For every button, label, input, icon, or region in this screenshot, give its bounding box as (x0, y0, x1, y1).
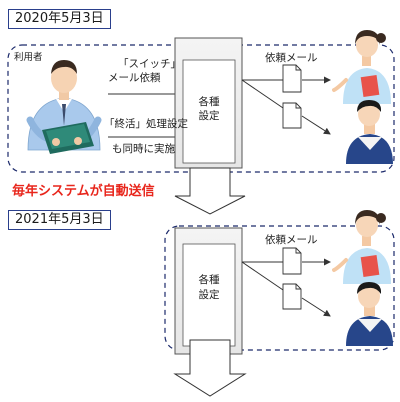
settings-server-2020 (174, 37, 243, 169)
mail-flow-2021 (241, 247, 331, 317)
settings-server-2021 (174, 227, 243, 355)
shukatsu-line1: 「終活」処理設定 (104, 118, 188, 130)
settings-label-2020-line1: 各種 (198, 96, 220, 108)
dashed-container-2021 (164, 225, 395, 351)
date-label-2021: 2021年5月3日 (8, 210, 111, 230)
switch-request-line2: メール依頼 (108, 72, 161, 84)
switch-request-line1: 「スイッチ」 (118, 58, 181, 70)
user-label: 利用者 (14, 52, 43, 63)
request-mail-label-2020: 依頼メール (265, 52, 318, 64)
auto-send-note: 毎年システムが自動送信 (12, 184, 155, 199)
request-mail-label-2021: 依頼メール (265, 234, 318, 246)
recipient-woman-2021 (332, 210, 391, 284)
recipient-man-2020 (346, 100, 393, 164)
settings-label-2021-line1: 各種 (198, 274, 220, 286)
mail-flow-2020 (241, 64, 331, 135)
settings-label-2021-line2: 設定 (198, 289, 220, 301)
down-arrow-1 (174, 167, 246, 215)
shukatsu-line2: も同時に実施 (112, 143, 175, 155)
user-person-illustration (26, 60, 102, 154)
recipient-woman-2020 (332, 30, 391, 104)
date-label-2020: 2020年5月3日 (8, 9, 111, 29)
settings-label-2020-line2: 設定 (198, 110, 220, 122)
down-arrow-2 (173, 339, 247, 397)
recipient-man-2021 (346, 282, 393, 346)
